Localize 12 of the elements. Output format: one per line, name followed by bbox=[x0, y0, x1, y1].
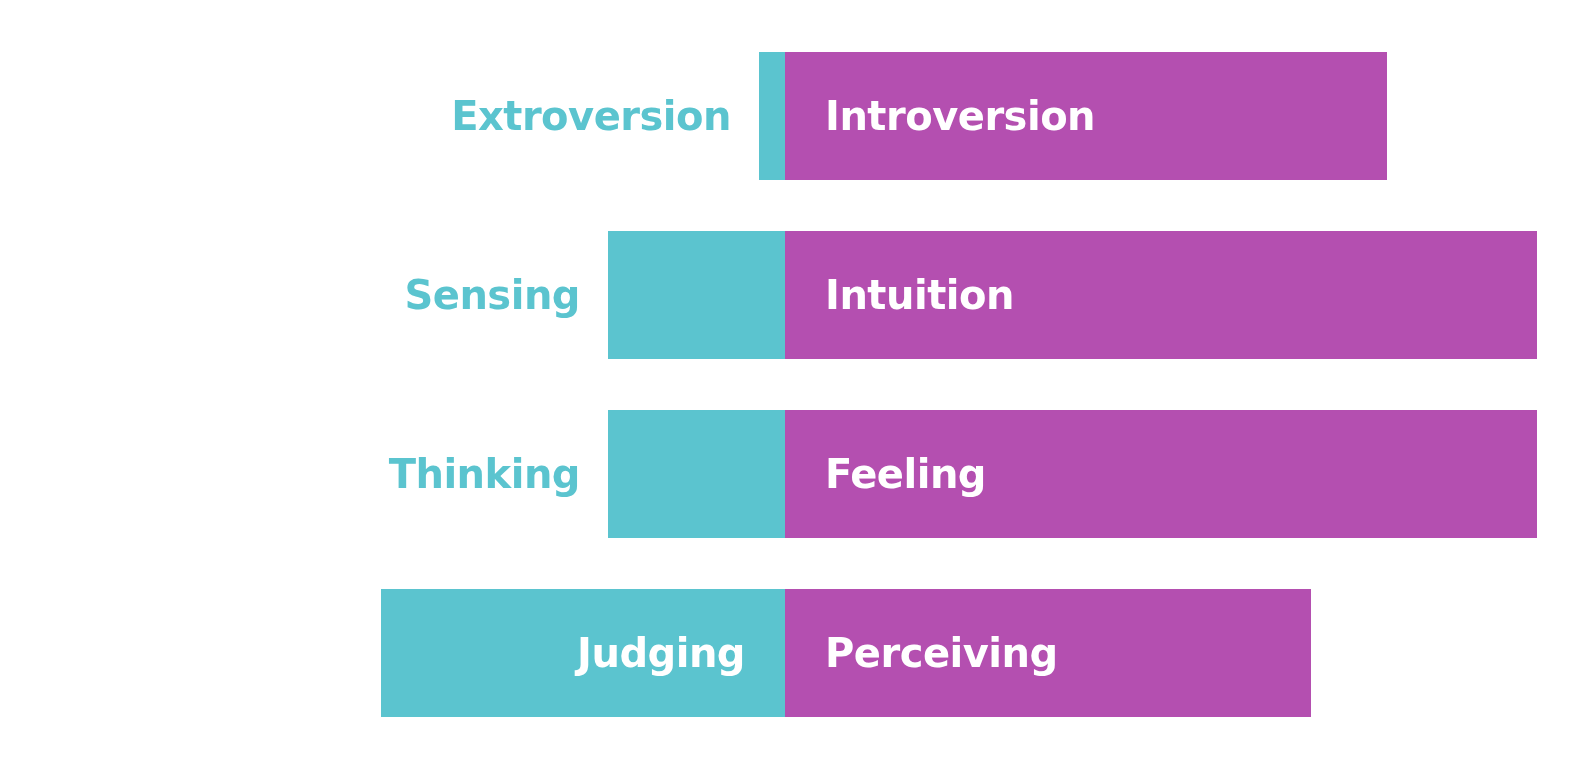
right-bar bbox=[785, 52, 1387, 180]
bar-label: Intuition bbox=[825, 272, 1014, 318]
bar-label: Introversion bbox=[825, 93, 1096, 139]
right-bar bbox=[785, 410, 1537, 538]
bar-label: Thinking bbox=[388, 451, 580, 497]
right-bar bbox=[785, 231, 1537, 359]
bar-label: Sensing bbox=[404, 272, 580, 318]
right-bar bbox=[785, 589, 1311, 717]
left-bar bbox=[381, 589, 785, 717]
bar-label: Extroversion bbox=[451, 93, 731, 139]
bar-label: Feeling bbox=[825, 451, 986, 497]
bar-label: Perceiving bbox=[825, 630, 1058, 676]
